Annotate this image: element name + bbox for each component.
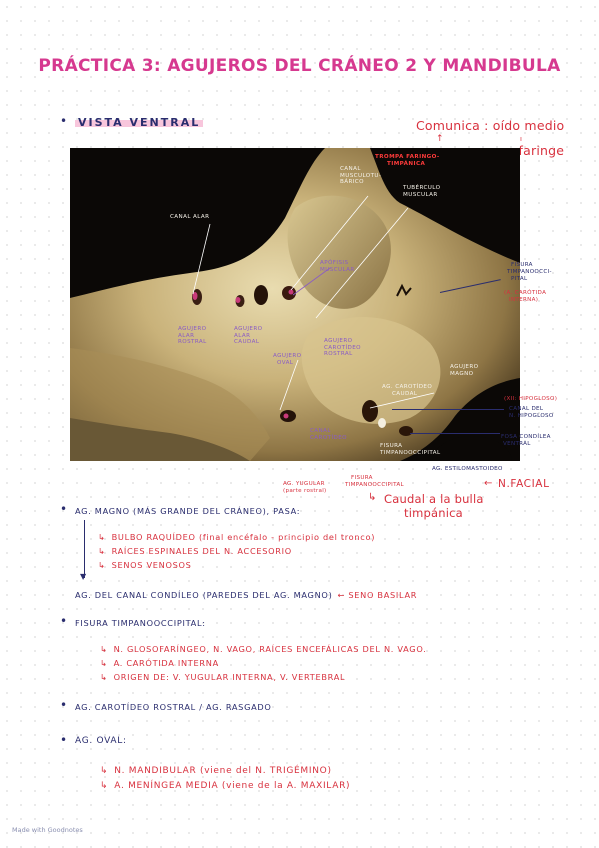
label-agujero-alar-caudal: AGUJERO ALAR CAUDAL [234, 326, 263, 345]
label-fisura-bottom: FISURA TIMPANOOCCIPITAL [345, 475, 404, 488]
label-canal-musculotubarico: CANAL MUSCULOTU- BÁRICO [340, 166, 382, 185]
label-caudal-bulla: Caudal a la bulla timpánica [384, 492, 484, 520]
label-canal-hipogloso-note: (XII: HIPOGLOSO) [504, 396, 558, 402]
fisura-item-1: ↳N. GLOSOFARÍNGEO, N. VAGO, RAÍCES ENCEF… [100, 644, 427, 654]
label-fisura-note: (A. CARÓTIDA INTERNA) [504, 290, 547, 303]
label-fisura-timpanooccipital: FISURA TIMPANOOCCI- PITAL [507, 262, 552, 282]
oval-item-2: ↳A. MENÍNGEA MEDIA (viene de la A. MAXIL… [100, 781, 351, 791]
bullet-dot: • [60, 733, 68, 747]
skull-illustration [70, 148, 520, 461]
pin-marker [283, 413, 289, 419]
oval-item-1: ↳N. MANDIBULAR (viene del N. TRIGÉMINO) [100, 766, 332, 776]
pointer-line [410, 433, 500, 434]
label-canal-alar: CANAL ALAR [170, 214, 210, 220]
pointer-line [290, 195, 369, 291]
crack-mark [396, 283, 412, 297]
pin-marker [192, 292, 198, 300]
vertical-arrow-line [84, 520, 85, 578]
pointer-line [315, 207, 409, 319]
bulla-shape [301, 316, 441, 424]
label-tuberculo-muscular: TUBÉRCULO MUSCULAR [403, 185, 441, 198]
footer-watermark: Made with Goodnotes [12, 826, 83, 834]
lower-bone-shape [70, 348, 270, 461]
bullet-dot: • [60, 502, 68, 516]
label-ag-estilomastoideo: AG. ESTILOMASTOIDEO [432, 466, 503, 472]
fisura-heading: FISURA TIMPANOOCCIPITAL: [75, 618, 206, 628]
page-title: PRÁCTICA 3: AGUJEROS DEL CRÁNEO 2 Y MAND… [38, 56, 561, 76]
label-fosa-condilea: FOSA CONDÍLEA VENTRAL [501, 434, 551, 447]
pointer-line [292, 267, 331, 296]
label-n-facial: N.FACIAL [498, 478, 550, 490]
label-apofisis-muscular: APÓFISIS MUSCULAR [320, 260, 355, 273]
foramen-magnum [432, 436, 512, 461]
foramen-oval [254, 285, 268, 305]
label-canal-carotideo: CANAL CAROTÍDEO [310, 428, 347, 441]
pin-marker [288, 289, 294, 295]
pointer-line [279, 359, 299, 411]
pointer-line [369, 392, 435, 409]
section-heading: VISTA VENTRAL [75, 116, 204, 129]
bullet-dot: • [60, 698, 68, 712]
magno-item-2: ↳RAÍCES ESPINALES DEL N. ACCESORIO [98, 546, 292, 556]
arrow-right-icon: ↳ [368, 492, 377, 503]
magno-heading: AG. MAGNO (más grande del cráneo), PASA: [75, 506, 301, 516]
arrow-left-icon: ← [484, 478, 493, 489]
condylar-fossa-hole [399, 426, 413, 436]
skull-photo: CANAL ALAR CANAL MUSCULOTU- BÁRICO TROMP… [70, 148, 520, 461]
tick-icon: ı [520, 135, 523, 143]
label-ag-yugular: AG. YUGULAR (parte rostral) [283, 481, 327, 494]
top-annotation-line1: Comunica : oído medio [416, 118, 565, 133]
magno-item-1: ↳BULBO RAQUÍDEO (final encéfalo - princi… [98, 532, 376, 542]
carotideo-rostral-line: AG. CAROTÍDEO ROSTRAL / AG. RASGADO [75, 702, 272, 712]
label-agujero-magno: AGUJERO MAGNO [450, 364, 479, 377]
condileo-line: AG. DEL CANAL CONDÍLEO (paredes del Ag. … [75, 590, 418, 600]
label-trompa-faringotimpanica: TROMPA FARINGO- TIMPÁNICA [375, 154, 440, 167]
up-arrow-icon: ↑ [436, 134, 444, 144]
label-agujero-oval: AGUJERO OVAL [273, 353, 302, 366]
label-agujero-alar-rostral: AGUJERO ALAR ROSTRAL [178, 326, 207, 345]
fisura-item-2: ↳A. CARÓTIDA INTERNA [100, 658, 219, 668]
jugular-foramen-marker [378, 418, 386, 428]
bullet-dot: • [60, 614, 68, 628]
label-fisura-timpanooccipital-photo: FISURA TIMPANOOCCIPITAL [380, 443, 441, 456]
pointer-line [192, 223, 211, 295]
caudal-carotid-hole [362, 400, 378, 422]
label-canal-hipogloso: CANAL DEL N. HIPOGLOSO [509, 406, 554, 419]
label-ag-carotideo-caudal: AG. CAROTÍDEO CAUDAL [382, 384, 433, 397]
oval-heading: AG. OVAL: [75, 736, 127, 746]
fisura-item-3: ↳ORIGEN DE: V. YUGULAR INTERNA, V. VERTE… [100, 672, 346, 682]
down-arrow-icon: ▼ [80, 572, 87, 581]
label-agujero-carotideo-rostral: AGUJERO CAROTÍDEO ROSTRAL [324, 338, 361, 357]
magno-item-3: ↳SENOS VENOSOS [98, 560, 192, 570]
bullet-dot: • [60, 114, 68, 128]
pin-marker [235, 297, 241, 303]
pointer-line [392, 409, 504, 410]
